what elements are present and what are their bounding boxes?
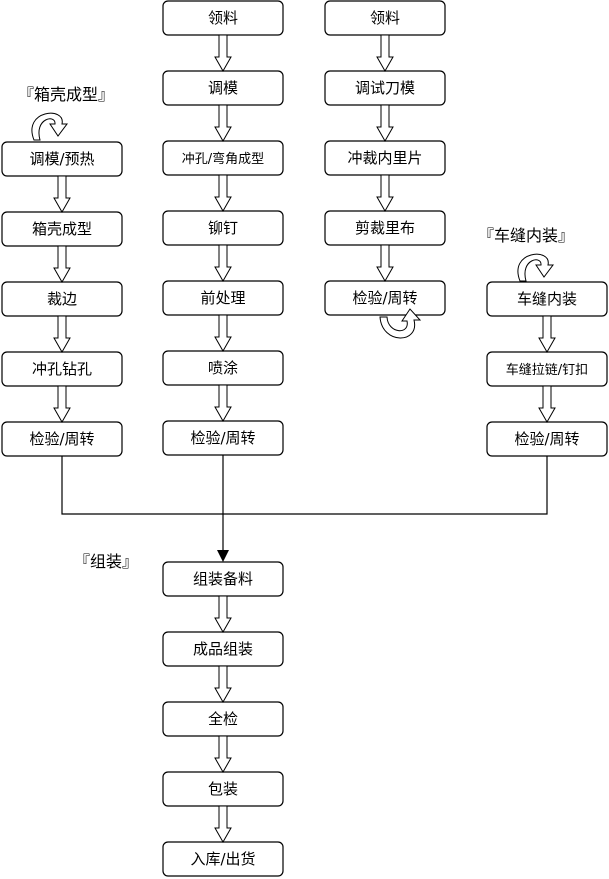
section-title-sewing: 『车缝内装』 [478,226,574,245]
down-arrow [214,735,232,774]
down-arrow [214,244,232,283]
down-arrow [214,34,232,73]
node-lining-die-setup: 调试刀模 [324,70,446,106]
node-label: 前处理 [200,289,245,307]
node-label: 车缝拉链/钉扣 [506,362,588,378]
node-label: 检验/周转 [190,429,255,447]
down-arrow [214,314,232,353]
down-arrow [53,245,71,284]
down-arrow [538,385,556,424]
down-arrow [376,244,394,283]
section-title-assembly: 『组装』 [74,552,138,571]
node-label: 入库/出货 [190,850,255,868]
node-case-inspect: 检验/周转 [1,421,123,457]
down-arrow [214,595,232,634]
node-case-adjust-preheat: 调模/预热 [1,141,123,177]
node-label: 箱壳成型 [32,220,92,238]
node-label: 包装 [208,780,238,798]
node-label: 成品组装 [193,640,253,658]
node-label: 冲孔钻孔 [32,360,92,378]
node-frame-inspect: 检验/周转 [162,420,284,456]
node-label: 检验/周转 [29,430,94,448]
node-assembly-product: 成品组装 [162,631,284,667]
node-case-punch-drill: 冲孔钻孔 [1,351,123,387]
node-label: 领料 [208,9,238,27]
rework-loop-icon [379,308,422,339]
node-assembly-pack: 包装 [162,771,284,807]
down-arrow [214,104,232,143]
node-assembly-full-inspect: 全检 [162,701,284,737]
node-label: 铆钉 [208,219,238,237]
node-label: 调模 [208,79,238,97]
down-arrow [53,315,71,354]
node-label: 剪裁里布 [355,219,415,237]
node-label: 裁边 [47,290,77,308]
node-label: 全检 [208,710,238,728]
node-label: 检验/周转 [352,289,417,307]
node-case-trim: 裁边 [1,281,123,317]
down-arrow [214,174,232,213]
node-lining-cut-cloth: 剪裁里布 [324,210,446,246]
node-label: 喷涂 [208,359,238,377]
node-label: 冲孔/弯角成型 [182,151,264,167]
node-label: 调试刀模 [355,79,415,97]
node-assembly-prep: 组装备料 [162,561,284,597]
node-lining-material: 领料 [324,0,446,36]
rework-loop-icon [31,112,68,141]
node-label: 车缝内装 [517,290,577,308]
down-arrow [376,104,394,143]
node-label: 冲裁内里片 [347,149,422,167]
rework-loop-icon [517,253,554,282]
node-label: 检验/周转 [514,430,579,448]
down-arrow [376,174,394,213]
down-arrow [538,315,556,354]
merge-connector [61,455,548,562]
node-assembly-store-ship: 入库/出货 [162,841,284,877]
node-frame-rivet: 铆钉 [162,210,284,246]
node-lining-inspect: 检验/周转 [324,280,446,316]
node-frame-pretreat: 前处理 [162,280,284,316]
flow-arrows [53,34,556,844]
down-arrow [53,385,71,424]
down-arrow [214,384,232,423]
node-sewing-zipper-button: 车缝拉链/钉扣 [486,351,608,387]
down-arrow [214,805,232,844]
node-case-forming: 箱壳成型 [1,211,123,247]
node-frame-spray: 喷涂 [162,350,284,386]
node-lining-punch-pieces: 冲裁内里片 [324,140,446,176]
node-sewing-inspect: 检验/周转 [486,421,608,457]
down-arrow [53,175,71,214]
node-label: 调模/预热 [29,150,94,168]
node-frame-adjust-mold: 调模 [162,70,284,106]
node-frame-punch-bend: 冲孔/弯角成型 [162,140,284,176]
node-sewing-lining: 车缝内装 [486,281,608,317]
down-arrow [376,34,394,73]
section-title-case-forming: 『箱壳成型』 [18,85,114,104]
down-arrow [214,665,232,704]
node-frame-material: 领料 [162,0,284,36]
node-label: 组装备料 [193,570,253,588]
node-label: 领料 [370,9,400,27]
